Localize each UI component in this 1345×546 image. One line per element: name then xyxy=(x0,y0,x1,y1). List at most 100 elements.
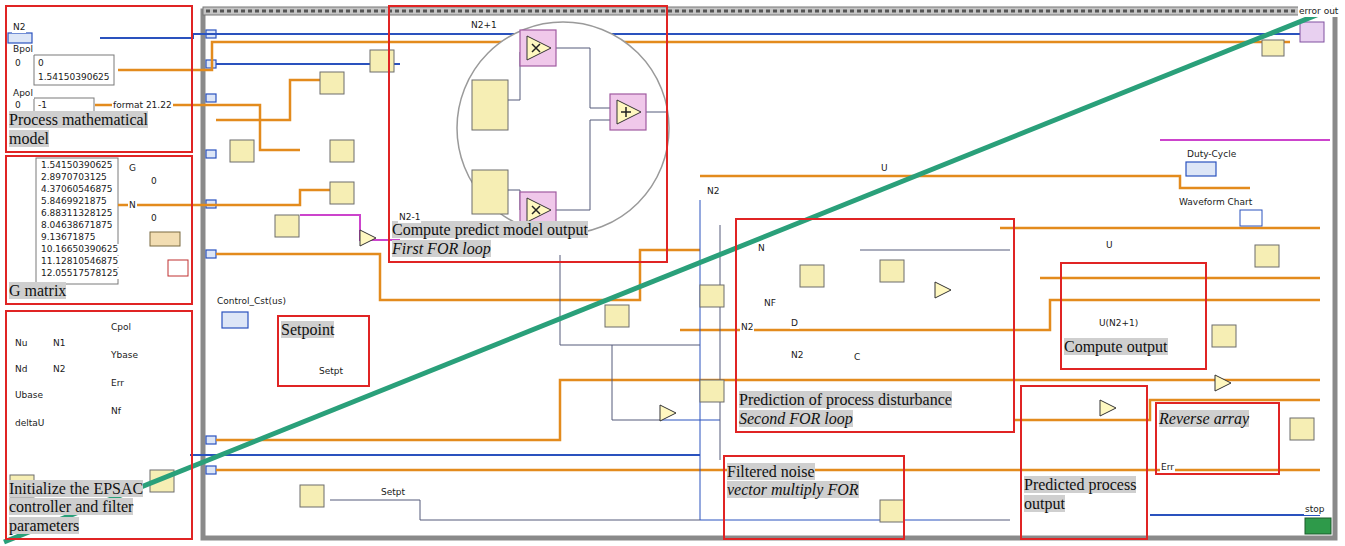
function-node xyxy=(1255,245,1279,267)
shift-register xyxy=(206,436,216,444)
labview-label: Nu xyxy=(14,338,28,349)
control-indicator xyxy=(222,312,248,328)
dark-wire xyxy=(330,500,700,520)
multiply-node-zoom xyxy=(527,198,551,222)
annotation-text: Initialize the EPSAC controller and filt… xyxy=(9,480,143,534)
caption-line: Process mathematical model xyxy=(9,111,189,148)
function-node xyxy=(880,260,904,282)
caption-line: Second FOR loop xyxy=(739,410,1011,428)
compare-node xyxy=(1215,375,1231,391)
add-node xyxy=(1100,400,1116,416)
dark-wire xyxy=(720,225,721,460)
labview-label: D xyxy=(790,318,799,329)
labview-label: C xyxy=(853,352,861,363)
caption-line: Prediction of process disturbance xyxy=(739,391,1011,409)
caption-line: Compute output xyxy=(1064,338,1203,356)
labview-label: 6.88311328125 xyxy=(40,208,114,219)
labview-label: 10.16650390625 xyxy=(40,244,119,255)
annotation-text: G matrix xyxy=(9,282,66,299)
stop-button xyxy=(1305,518,1331,534)
multiply-node xyxy=(935,282,951,298)
labview-label: 8.04638671875 xyxy=(40,220,114,231)
indicator-node xyxy=(168,260,188,276)
dark-wire xyxy=(940,520,1010,521)
numeric-control xyxy=(8,33,32,43)
function-node xyxy=(1262,40,1284,56)
box-caption: Compute predict model outputFirst FOR lo… xyxy=(392,221,664,258)
labview-label: Waveform Chart xyxy=(1178,197,1253,208)
labview-label: Err xyxy=(110,378,125,389)
pink-wire xyxy=(1160,139,1330,141)
box-caption: Compute output xyxy=(1064,338,1203,356)
labview-label: NF xyxy=(763,298,777,309)
labview-label: 11.12810546875 xyxy=(40,256,119,267)
array-control xyxy=(34,55,114,85)
labview-label: 0 xyxy=(14,58,22,69)
annotation-text: Reverse array xyxy=(1159,410,1249,427)
annotation-text: Filtered noise xyxy=(727,463,815,480)
box-caption: Predicted process output xyxy=(1024,476,1144,513)
labview-label: 0 xyxy=(14,100,22,111)
dark-wire xyxy=(556,120,612,210)
function-node xyxy=(880,500,904,522)
annotation-box: Prediction of process disturbanceSecond … xyxy=(735,218,1015,433)
labview-label: 5.8469921875 xyxy=(40,196,108,207)
box-caption: Prediction of process disturbanceSecond … xyxy=(739,391,1011,428)
multiply-sign xyxy=(532,44,540,52)
waveform-chart-icon xyxy=(1240,210,1262,226)
function-node xyxy=(1290,418,1314,440)
loop-filmstrip xyxy=(203,7,1335,15)
annotation-text: Compute output xyxy=(1064,338,1168,355)
labview-label: 1.54150390625 xyxy=(37,72,111,83)
annotation-box: Compute output xyxy=(1060,262,1207,370)
box-caption: Process mathematical model xyxy=(9,111,189,148)
labview-label: U(N2+1) xyxy=(1098,318,1139,329)
caption-line: vector multiply FOR xyxy=(727,481,901,499)
labview-label: 0 xyxy=(37,58,45,69)
multiply-node-zoom xyxy=(527,36,551,60)
labview-label: deltaU xyxy=(14,418,45,429)
function-node xyxy=(700,380,724,402)
annotation-text: Process mathematical model xyxy=(9,111,148,146)
labview-label: N2 xyxy=(740,322,754,333)
labview-label: error out xyxy=(1298,6,1339,17)
orange-wire xyxy=(1000,227,1320,230)
blue-wire xyxy=(100,34,1300,38)
box-caption: Initialize the EPSAC controller and filt… xyxy=(9,480,189,535)
loop-filmstrip-holes xyxy=(206,10,1332,13)
caption-line: Compute predict model output xyxy=(392,221,664,239)
caption-line: Reverse array xyxy=(1159,410,1276,428)
labview-label: 12.05517578125 xyxy=(40,268,119,279)
dark-wire xyxy=(508,52,520,100)
function-node xyxy=(1212,325,1236,347)
multiply-node xyxy=(660,405,676,421)
blue-wire xyxy=(1150,514,1320,516)
index-array-node xyxy=(472,170,508,214)
orange-wire xyxy=(118,190,330,205)
function-node xyxy=(800,265,824,287)
labview-label: Nd xyxy=(14,364,28,375)
multiply-node-zoom xyxy=(520,30,556,66)
dark-wire xyxy=(556,48,612,108)
annotation-box: Compute predict model outputFirst FOR lo… xyxy=(388,5,668,263)
shift-register xyxy=(206,94,216,102)
labview-label: 0 xyxy=(150,213,158,224)
dark-wire xyxy=(860,250,1010,251)
shift-register xyxy=(206,250,216,258)
pink-wire xyxy=(300,215,400,240)
labview-label: N2 xyxy=(52,364,66,375)
annotation-text: Setpoint xyxy=(281,321,334,338)
array-size-node xyxy=(150,232,180,246)
labview-label: 2.8970703125 xyxy=(40,172,108,183)
annotation-box: Filtered noisevector multiply FOR xyxy=(723,455,905,540)
dark-wire xyxy=(508,190,520,210)
caption-line: First FOR loop xyxy=(392,240,664,258)
labview-label: stop xyxy=(1304,504,1325,515)
function-node xyxy=(700,285,724,307)
dark-wire xyxy=(612,345,660,420)
box-caption: G matrix xyxy=(9,282,189,300)
annotation-text: Second FOR loop xyxy=(739,410,853,427)
labview-label: N2 xyxy=(12,22,26,33)
labview-label: N2+1 xyxy=(470,20,498,31)
